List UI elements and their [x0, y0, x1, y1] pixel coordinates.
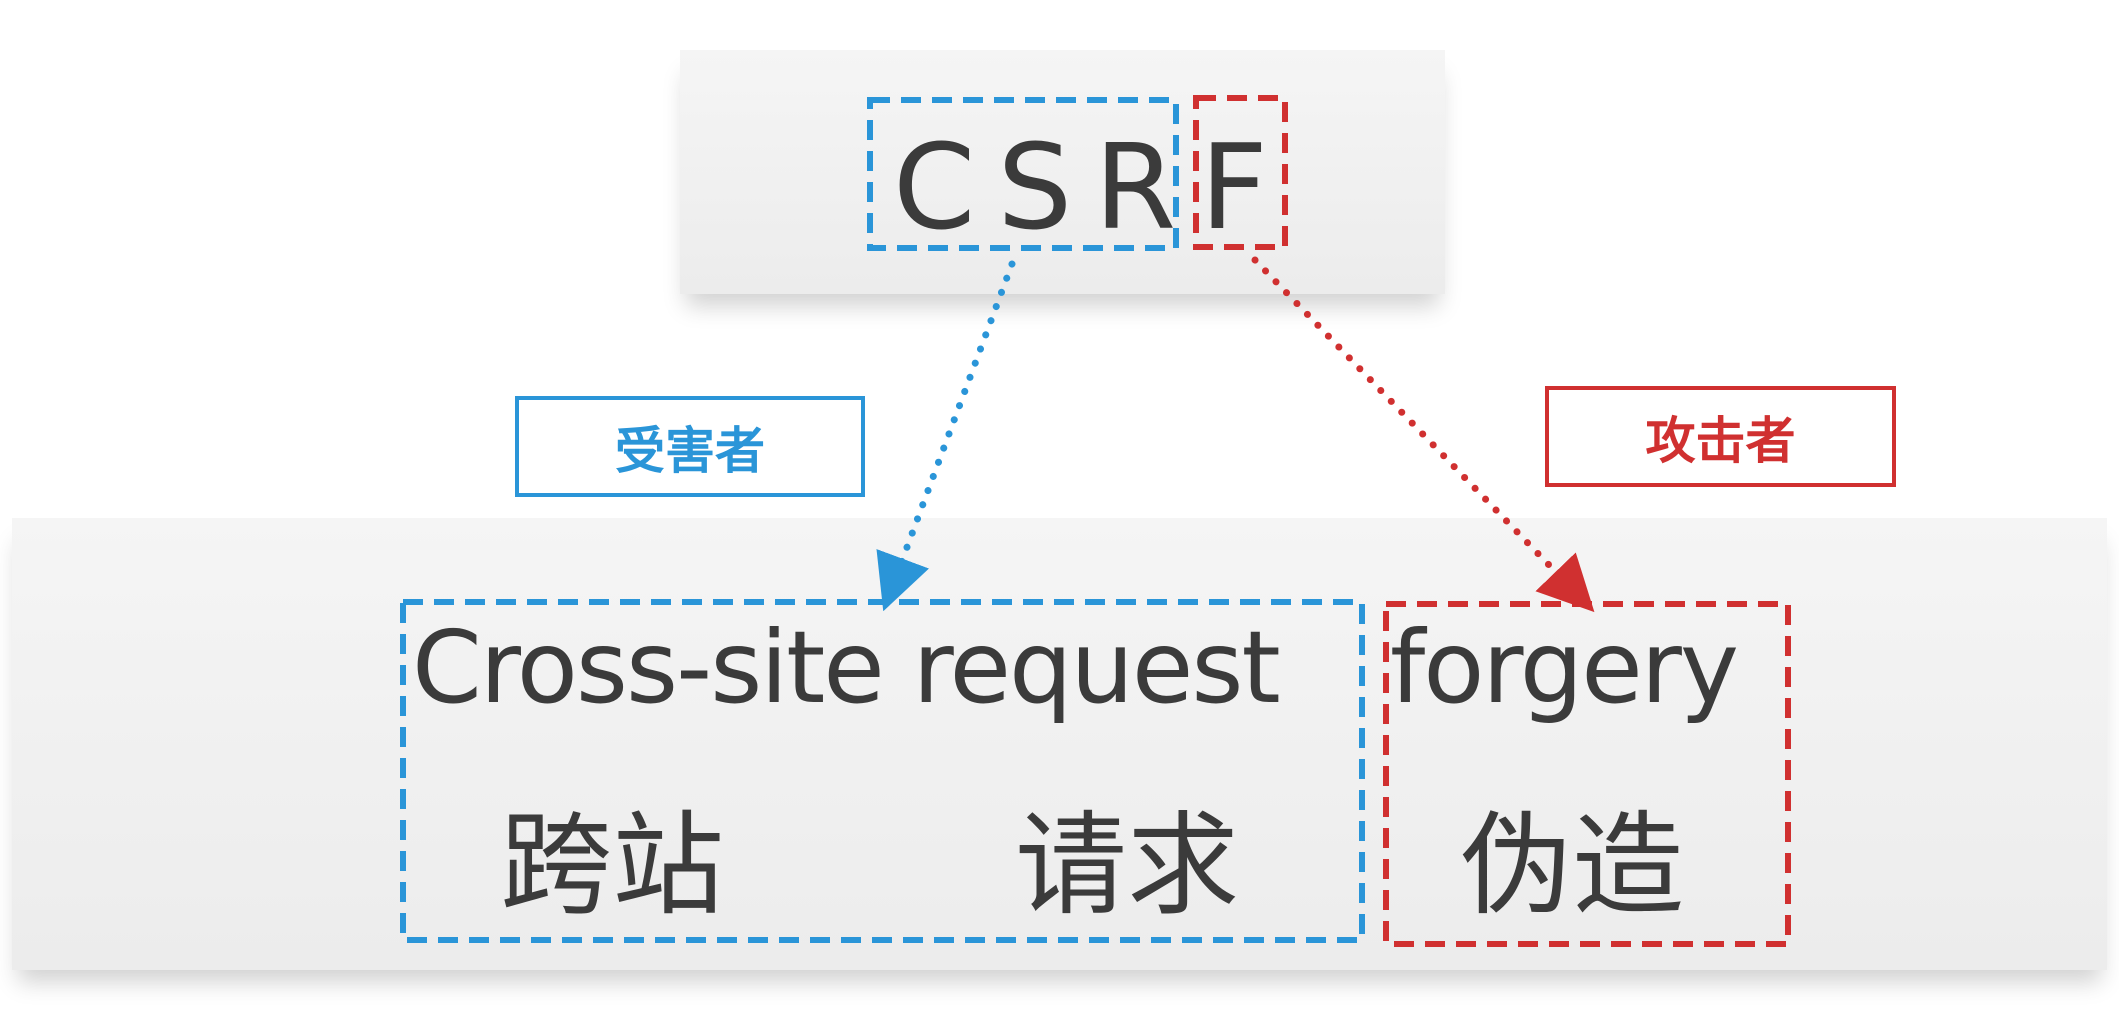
chinese-cross-site-label: 跨站 [500, 801, 724, 931]
chinese-request-label: 请求 [1015, 801, 1239, 931]
chinese-forgery-label: 伪造 [1460, 801, 1684, 931]
acronym-f-text: F [1200, 118, 1268, 256]
acronym-csr-text: CSR [893, 118, 1199, 256]
attacker-role-label: 攻击者 [1645, 411, 1796, 470]
attacker-role-box: 攻击者 [1545, 386, 1896, 487]
victim-role-label: 受害者 [615, 421, 765, 480]
victim-role-box: 受害者 [515, 396, 865, 497]
full-name-cross-site-request: Cross-site request [412, 609, 1281, 726]
full-name-forgery: forgery [1390, 609, 1739, 726]
